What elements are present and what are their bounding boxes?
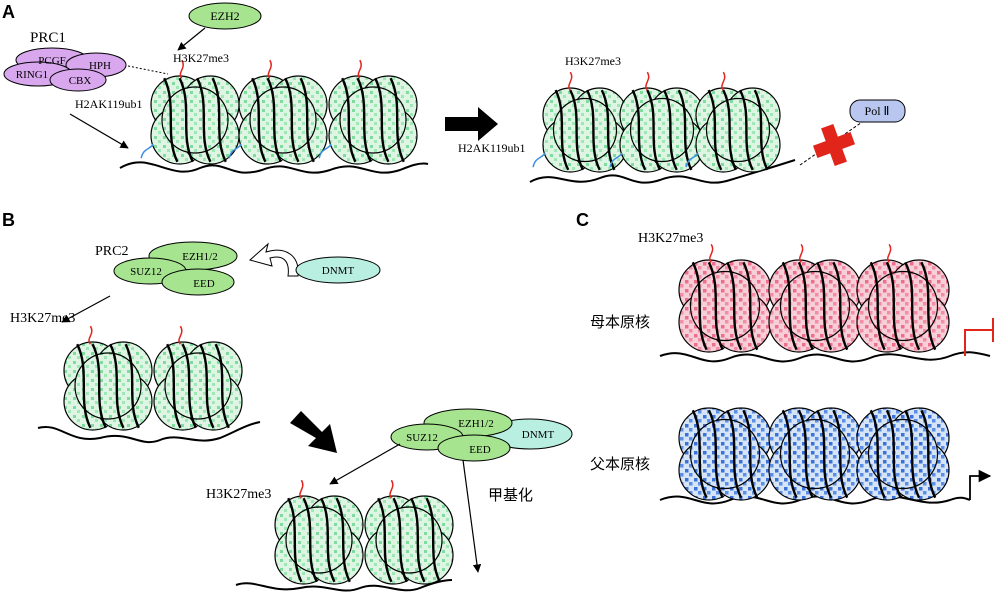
ezh2-label: EZH2 <box>210 9 239 23</box>
repression-symbol-icon <box>964 318 994 356</box>
nucleosome <box>318 59 418 165</box>
h2ak119ub1-tail <box>318 143 332 159</box>
paternal-pronucleus-label: 父本原核 <box>590 455 650 473</box>
prc2-suz12: SUZ12 <box>130 266 162 278</box>
h3k27me3-tail <box>178 325 183 345</box>
complex-dnmt: DNMT <box>522 429 555 441</box>
h2ak119ub1-tail <box>685 152 699 168</box>
protein-hph: HPH <box>89 60 111 72</box>
dnmt-recruit-arrow <box>248 242 299 277</box>
h2ak119ub1-tail <box>609 152 623 168</box>
h3k27me3-tail <box>267 59 272 79</box>
nucleosome <box>856 243 950 353</box>
h3k27me3-tail <box>357 59 362 79</box>
h2a-ub-arrow <box>69 113 129 149</box>
dna-strand-b-top <box>37 421 261 444</box>
h3k27me3-tail <box>887 243 892 263</box>
prc2-complex-top: EZH1/2 SUZ12 EED <box>113 241 238 296</box>
h3k27me3-tail <box>709 243 714 263</box>
nucleosome <box>768 243 862 353</box>
transition-arrow-a <box>445 107 498 141</box>
prc2-ezh: EZH1/2 <box>182 251 217 263</box>
maternal-pronucleus-label: 母本原核 <box>590 313 650 331</box>
prc1-binding-dashed-line <box>127 65 169 75</box>
h3k27me3-tail <box>568 71 573 91</box>
prc2-label: PRC2 <box>95 244 128 259</box>
h3k27me3-tail <box>88 325 93 345</box>
dna-strand-c-maternal <box>659 351 991 363</box>
nucleosome <box>274 479 364 585</box>
h2ak119ub1-tail <box>140 143 154 159</box>
h3k27me3-label-b-top: H3K27me3 <box>10 311 75 326</box>
panel-label-a: A <box>2 2 15 22</box>
nucleosome <box>153 325 243 431</box>
h3k27me3-label-a-right: H3K27me3 <box>565 54 621 68</box>
nucleosome-group-paternal <box>678 407 950 501</box>
protein-ring1: RING1 <box>16 69 48 81</box>
h3k27me3-tail <box>179 59 184 79</box>
nucleosome <box>678 407 772 501</box>
nucleosome-group-maternal <box>678 243 950 353</box>
h2ak119ub1-label-a-left: H2AK119ub1 <box>75 97 143 111</box>
prc1-label: PRC1 <box>30 30 66 46</box>
transcription-start-arrow-icon <box>969 469 992 500</box>
nucleosome <box>685 71 781 173</box>
nucleosome <box>140 59 240 165</box>
complex-ezh: EZH1/2 <box>458 418 493 430</box>
complex-suz12: SUZ12 <box>406 432 438 444</box>
red-cross-icon <box>812 123 856 167</box>
h2ak119ub1-tail <box>228 143 242 159</box>
complex-eed: EED <box>469 444 490 456</box>
h2ak119ub1-label-a-right: H2AK119ub1 <box>458 141 526 155</box>
nucleosome <box>228 59 328 165</box>
ezh2-protein <box>188 2 262 30</box>
dnmt-label-top: DNMT <box>322 265 355 277</box>
nucleosome <box>678 243 772 353</box>
h3k27me3-tail <box>299 479 304 499</box>
h3k27me3-tail <box>389 479 394 499</box>
h3k27me3-tail <box>799 243 804 263</box>
nucleosome-group-b-top <box>63 325 243 431</box>
h3k27me3-label-a-left: H3K27me3 <box>173 51 229 65</box>
h3k27me3-tail <box>645 71 650 91</box>
prc2-dnmt-complex: EZH1/2 SUZ12 EED DNMT <box>390 408 573 462</box>
prc1-complex: PCGF HPH RING1 CBX <box>3 47 127 92</box>
nucleosome <box>609 71 705 173</box>
protein-pcgf: PCGF <box>38 55 66 67</box>
h3k27me3-label-c: H3K27me3 <box>638 231 703 246</box>
h3k27me3-tail <box>721 71 726 91</box>
nucleosome <box>856 407 950 501</box>
transition-arrow-b <box>290 411 337 453</box>
nucleosome <box>63 325 153 431</box>
nucleosome <box>364 479 454 585</box>
pol-ii-protein <box>849 99 906 123</box>
nucleosome-group-a-before <box>140 59 418 165</box>
nucleosome-group-b-bottom <box>274 479 454 585</box>
h2ak119ub1-tail <box>532 152 546 168</box>
complex-arrow-mark <box>329 443 401 485</box>
nucleosome <box>532 71 628 173</box>
h3k27me3-label-b-bottom: H3K27me3 <box>206 487 271 502</box>
dna-strand-a-right <box>529 159 796 184</box>
panel-label-b: B <box>2 210 15 230</box>
methylation-arrow <box>462 459 482 573</box>
pol-ii-label: Pol Ⅱ <box>865 104 890 118</box>
dna-strand-b-bottom <box>235 579 453 592</box>
ezh2-arrow <box>177 27 206 51</box>
dnmt-protein-top <box>295 256 381 284</box>
protein-cbx: CBX <box>69 75 92 87</box>
prc2-eed: EED <box>193 278 214 290</box>
methylation-label: 甲基化 <box>488 486 533 504</box>
nucleosome-group-a-after <box>532 71 781 173</box>
prc2-arrow-top <box>61 295 111 323</box>
nucleosome <box>768 407 862 501</box>
panel-label-c: C <box>576 210 589 230</box>
dna-strand-a-left <box>119 161 429 174</box>
